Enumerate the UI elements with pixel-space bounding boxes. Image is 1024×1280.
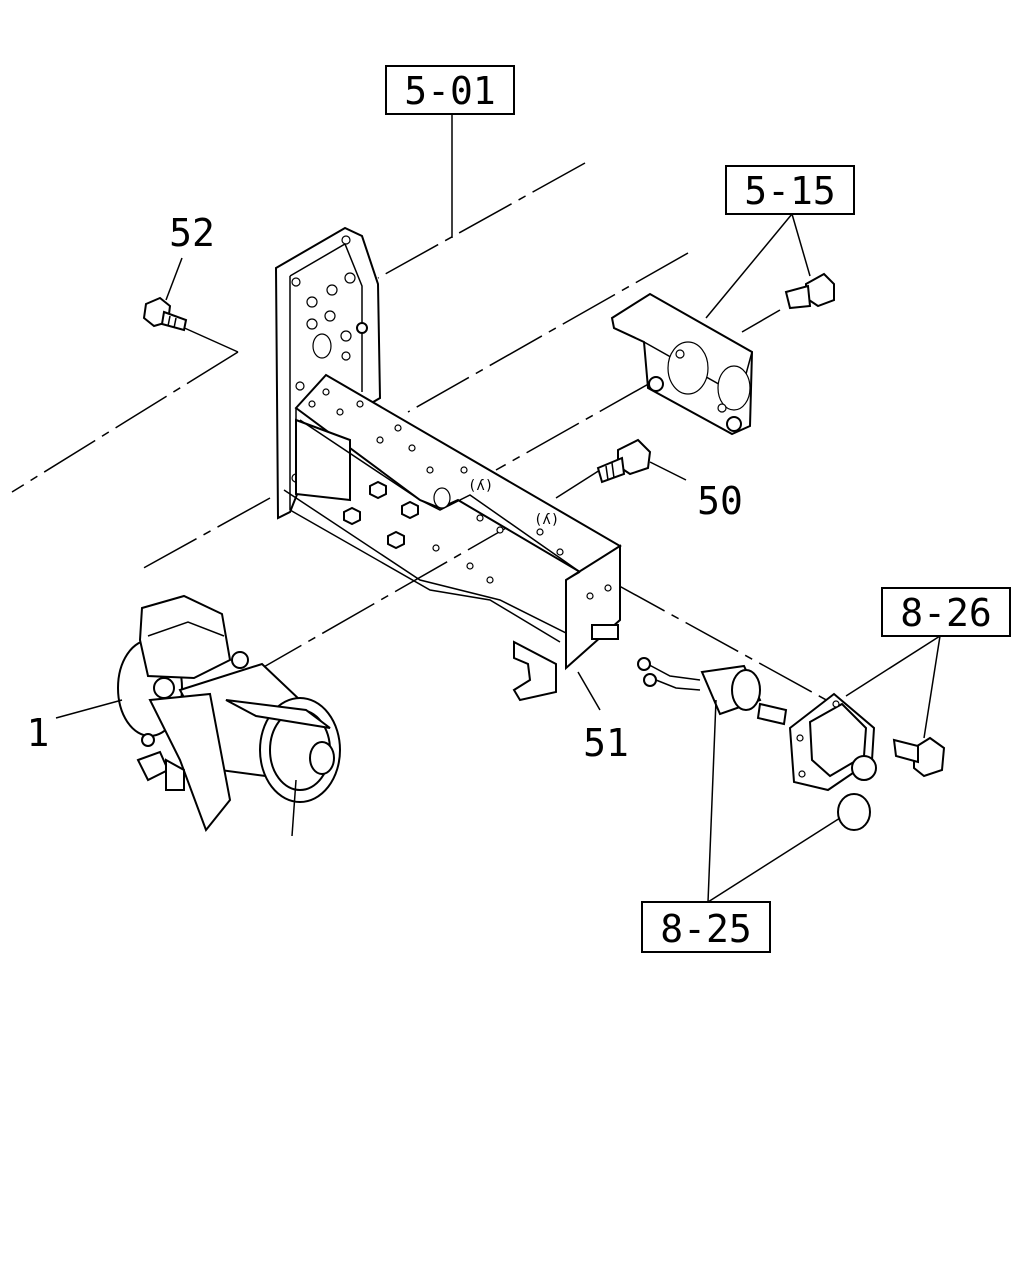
callout-5-01-text: 5-01 [404,69,496,113]
sub-bracket-5-15 [610,292,754,436]
callout-5-15: 5-15 [725,165,855,215]
part-number-51: 51 [583,721,629,765]
callout-8-25-text: 8-25 [660,907,752,951]
part-number-1: 1 [27,711,50,755]
bolt-5-15 [784,272,835,310]
bolt-52 [142,296,188,332]
leader-lines [55,213,941,903]
callout-8-25: 8-25 [641,901,771,953]
center-lines [11,114,831,703]
part-number-50: 50 [697,479,743,523]
callout-8-26: 8-26 [881,587,1011,637]
bolt-50 [596,438,687,484]
weld-mark: (ʎ) [468,478,493,494]
starter-motor [117,594,341,837]
callout-5-15-text: 5-15 [744,169,836,213]
callout-5-01: 5-01 [385,65,515,115]
sensor-assembly [637,657,946,831]
part-number-52: 52 [169,211,215,255]
callout-8-26-text: 8-26 [900,591,992,635]
main-bracket: (ʎ) (ʎ) [274,226,622,702]
weld-mark: (ʎ) [534,512,559,528]
